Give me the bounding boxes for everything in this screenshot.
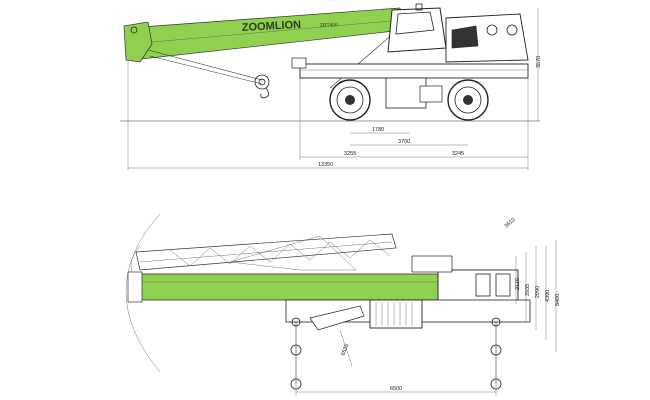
boom-head-top [127, 271, 143, 303]
dim-13350: 13350 [318, 162, 333, 168]
side-dimensions: 1780 3700 3255 3245 13350 3570 [127, 8, 542, 170]
dim-3700: 3700 [398, 139, 410, 145]
dim-1780: 1780 [372, 127, 384, 133]
dim-2990: 2990 [535, 286, 541, 298]
side-boom-head [123, 21, 153, 63]
rear-wheel [447, 79, 489, 121]
cab [387, 3, 447, 53]
swing-arc [125, 213, 161, 373]
top-view: 6500 3610 2110 2935 2990 4390 8400 6535 [125, 213, 561, 396]
dim-8400: 8400 [555, 294, 561, 306]
superstructure [411, 255, 519, 305]
dim-3245: 3245 [452, 151, 464, 157]
dim-6500: 6500 [390, 386, 402, 392]
side-boom [127, 7, 405, 61]
sheave-icon [130, 26, 138, 34]
lattice-jib [135, 233, 397, 271]
dim-4390: 4390 [545, 290, 551, 302]
dim-3570: 3570 [536, 56, 542, 68]
boom-model-text: ZRT400 [320, 22, 338, 29]
dim-2935: 2935 [525, 284, 531, 296]
dim-6535: 6535 [340, 343, 350, 357]
boom-logo-text: ZOOMLION [242, 19, 302, 34]
hook-block-icon [254, 74, 270, 99]
chassis [291, 57, 529, 109]
dim-2110: 2110 [515, 278, 521, 290]
dim-3610: 3610 [503, 217, 516, 229]
engine-hood [445, 13, 529, 63]
dim-3255: 3255 [344, 151, 356, 157]
side-view: ZOOMLION ZRT400 [120, 3, 542, 170]
top-boom [137, 273, 439, 301]
front-wheel [329, 79, 371, 121]
carrier-body [285, 299, 531, 331]
